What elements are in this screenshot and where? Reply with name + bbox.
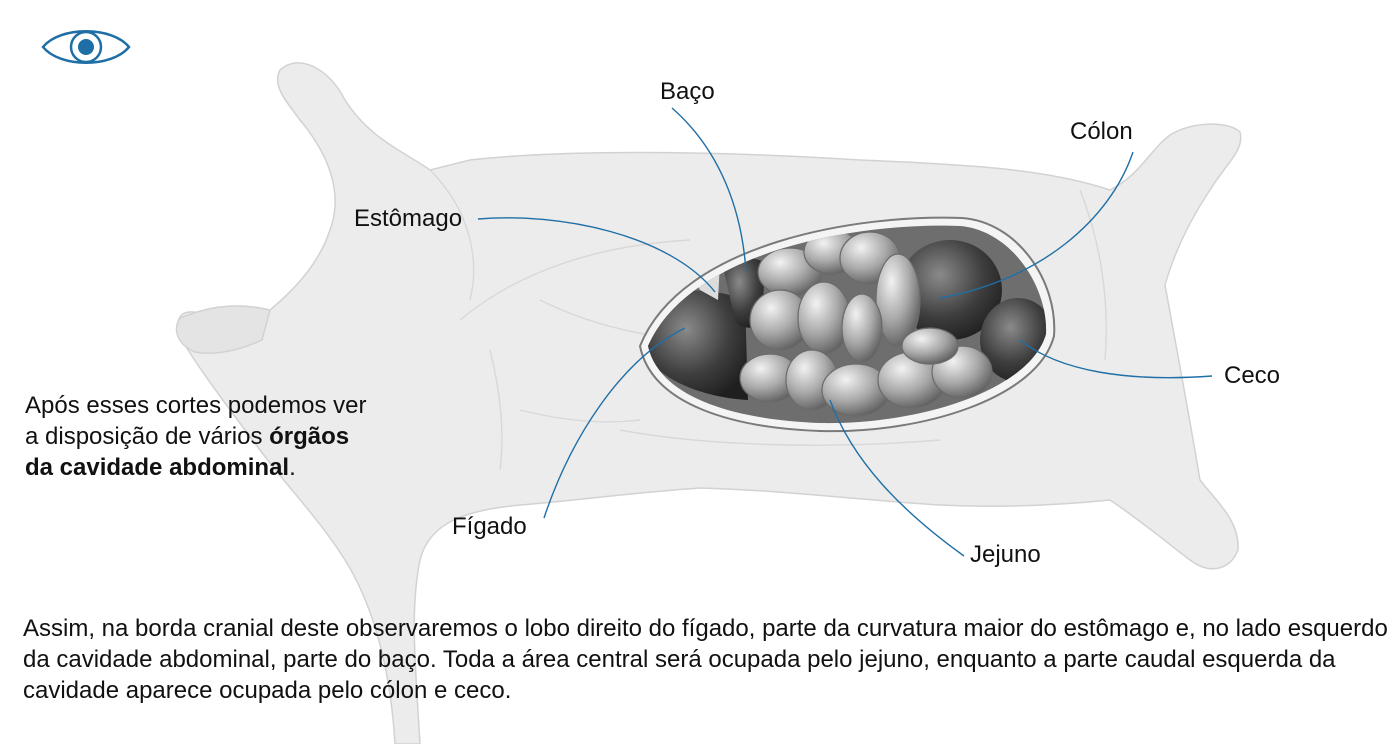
colon-shape: [898, 240, 1002, 340]
jejunum-loops: [739, 229, 993, 417]
label-estomago: Estômago: [354, 205, 463, 232]
leader-colon: [939, 151, 1134, 299]
leader-lines: [477, 107, 1213, 557]
side-description: Após esses cortes podemos ver a disposiç…: [25, 390, 370, 483]
liver-shape: [648, 290, 748, 400]
side-text-part2: .: [289, 454, 296, 481]
leader-figado: [543, 327, 686, 519]
side-text-part1: Após esses cortes podemos ver a disposiç…: [25, 392, 367, 450]
eye-icon[interactable]: [40, 24, 132, 70]
label-jejuno: Jejuno: [970, 541, 1041, 568]
body-details: [429, 169, 1107, 471]
label-figado: Fígado: [452, 513, 527, 540]
side-text-bold: órgãos da cavidade abdominal: [25, 423, 350, 481]
bottom-description: Assim, na borda cranial deste observarem…: [23, 615, 1388, 704]
leader-jejuno: [829, 399, 965, 557]
label-colon: Cólon: [1070, 118, 1133, 145]
abdominal-cavity: [648, 225, 1047, 424]
leader-baco: [671, 107, 747, 273]
label-baco: Baço: [660, 78, 715, 105]
leader-ceco: [1019, 339, 1213, 379]
leader-estomago: [477, 217, 716, 293]
label-ceco: Ceco: [1224, 362, 1281, 389]
